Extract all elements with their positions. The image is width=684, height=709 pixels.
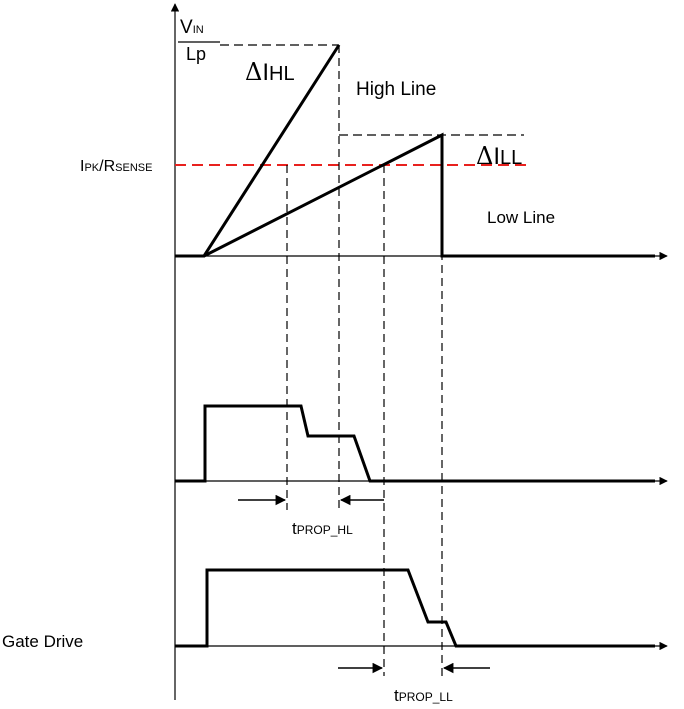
ipk-subscript: PK [84, 162, 100, 174]
tprop-ll-label: tPROP_LL [394, 687, 453, 704]
high-line-label: High Line [356, 79, 437, 100]
vin-v: V [180, 17, 193, 38]
vin-label: VIN [180, 18, 204, 37]
tprop-hl-subscript: PROP_HL [296, 523, 353, 537]
gate-drive-label: Gate Drive [2, 632, 84, 651]
tprop-hl-t: t [292, 519, 297, 538]
delta-i-ll-sub: LL [500, 147, 523, 169]
ipk-r: /R [99, 158, 116, 175]
comparator-output-trace [175, 404, 655, 483]
delta-symbol-ll: Δ [476, 142, 494, 170]
vin-subscript: IN [192, 24, 204, 36]
ipk-rsense-label: IPK/RSENSE [80, 159, 152, 175]
delta-i-ll-i: I [493, 143, 501, 170]
delta-i-ll-label: ΔILL [476, 144, 522, 169]
low-line-label: Low Line [487, 208, 556, 227]
tprop-hl-label: tPROP_HL [292, 520, 353, 537]
current-low-line-trace [203, 132, 655, 258]
ipk-i: I [80, 158, 85, 175]
gate-drive-trace [175, 568, 655, 648]
delta-i-hl-i: I [262, 59, 270, 86]
rsense-subscript: SENSE [115, 162, 153, 174]
delta-i-hl-sub: HL [269, 63, 295, 85]
tprop-ll-t: t [394, 686, 399, 705]
lp-label: Lp [186, 44, 207, 64]
delta-i-hl-label: ΔIHL [245, 60, 295, 85]
delta-symbol-hl: Δ [245, 58, 263, 86]
tprop-ll-subscript: PROP_LL [398, 690, 453, 704]
